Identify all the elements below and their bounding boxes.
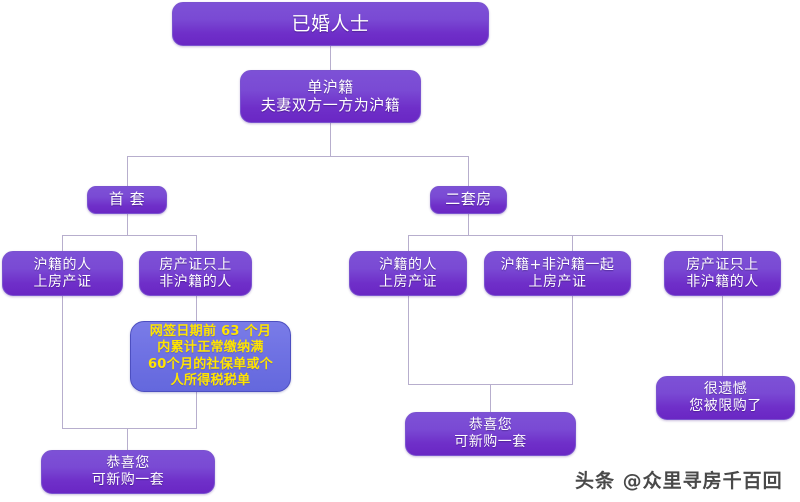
connector-second-bus-to-opt1 (408, 235, 409, 251)
node-second-option-2[interactable]: 沪籍+非沪籍一起 上房产证 (484, 251, 631, 296)
node-second-option-3[interactable]: 房产证只上 非沪籍的人 (664, 251, 781, 296)
node-first-option-1[interactable]: 沪籍的人 上房产证 (2, 251, 123, 296)
connector-first-bus-to-opt2 (196, 235, 197, 251)
connector-second-opt3-down (722, 296, 723, 376)
node-first-option-2[interactable]: 房产证只上 非沪籍的人 (139, 251, 252, 296)
node-second-option-1[interactable]: 沪籍的人 上房产证 (349, 251, 467, 296)
connector-first-result-down (127, 428, 128, 450)
node-branch-first[interactable]: 首 套 (87, 186, 167, 214)
node-level2[interactable]: 单沪籍 夫妻双方一方为沪籍 (240, 70, 421, 123)
connector-root-to-level2 (330, 46, 331, 70)
node-condition-social-insurance[interactable]: 网签日期前 63 个月 内累计正常缴纳满 60个月的社保单或个 人所得税税单 (130, 321, 291, 392)
connector-second-opt2-down (572, 296, 573, 384)
node-second-result-ok[interactable]: 恭喜您 可新购一套 (405, 412, 576, 456)
connector-first-opt1-down (62, 296, 63, 428)
connector-first-opt2-to-condition (196, 296, 197, 321)
connector-second-bus-to-opt2 (572, 235, 573, 251)
connector-level2-bus (127, 156, 468, 157)
node-root[interactable]: 已婚人士 (172, 2, 489, 46)
connector-level2-down (330, 123, 331, 156)
connector-second-bus-to-opt3 (722, 235, 723, 251)
connector-second-down (468, 214, 469, 235)
connector-bus-to-first (127, 156, 128, 186)
node-first-result[interactable]: 恭喜您 可新购一套 (41, 450, 215, 494)
connector-second-bus (408, 235, 722, 236)
node-branch-second[interactable]: 二套房 (430, 186, 507, 214)
connector-first-down (127, 214, 128, 235)
connector-second-ok-down (490, 384, 491, 412)
connector-first-bus-to-opt1 (62, 235, 63, 251)
connector-first-bus (62, 235, 196, 236)
connector-condition-down (196, 392, 197, 428)
connector-bus-to-second (468, 156, 469, 186)
connector-second-opt1-down (408, 296, 409, 384)
watermark-text: 头条 @众里寻房千百回 (575, 470, 783, 492)
node-second-result-restricted[interactable]: 很遗憾 您被限购了 (656, 376, 795, 420)
connector-first-result-bus (62, 428, 197, 429)
